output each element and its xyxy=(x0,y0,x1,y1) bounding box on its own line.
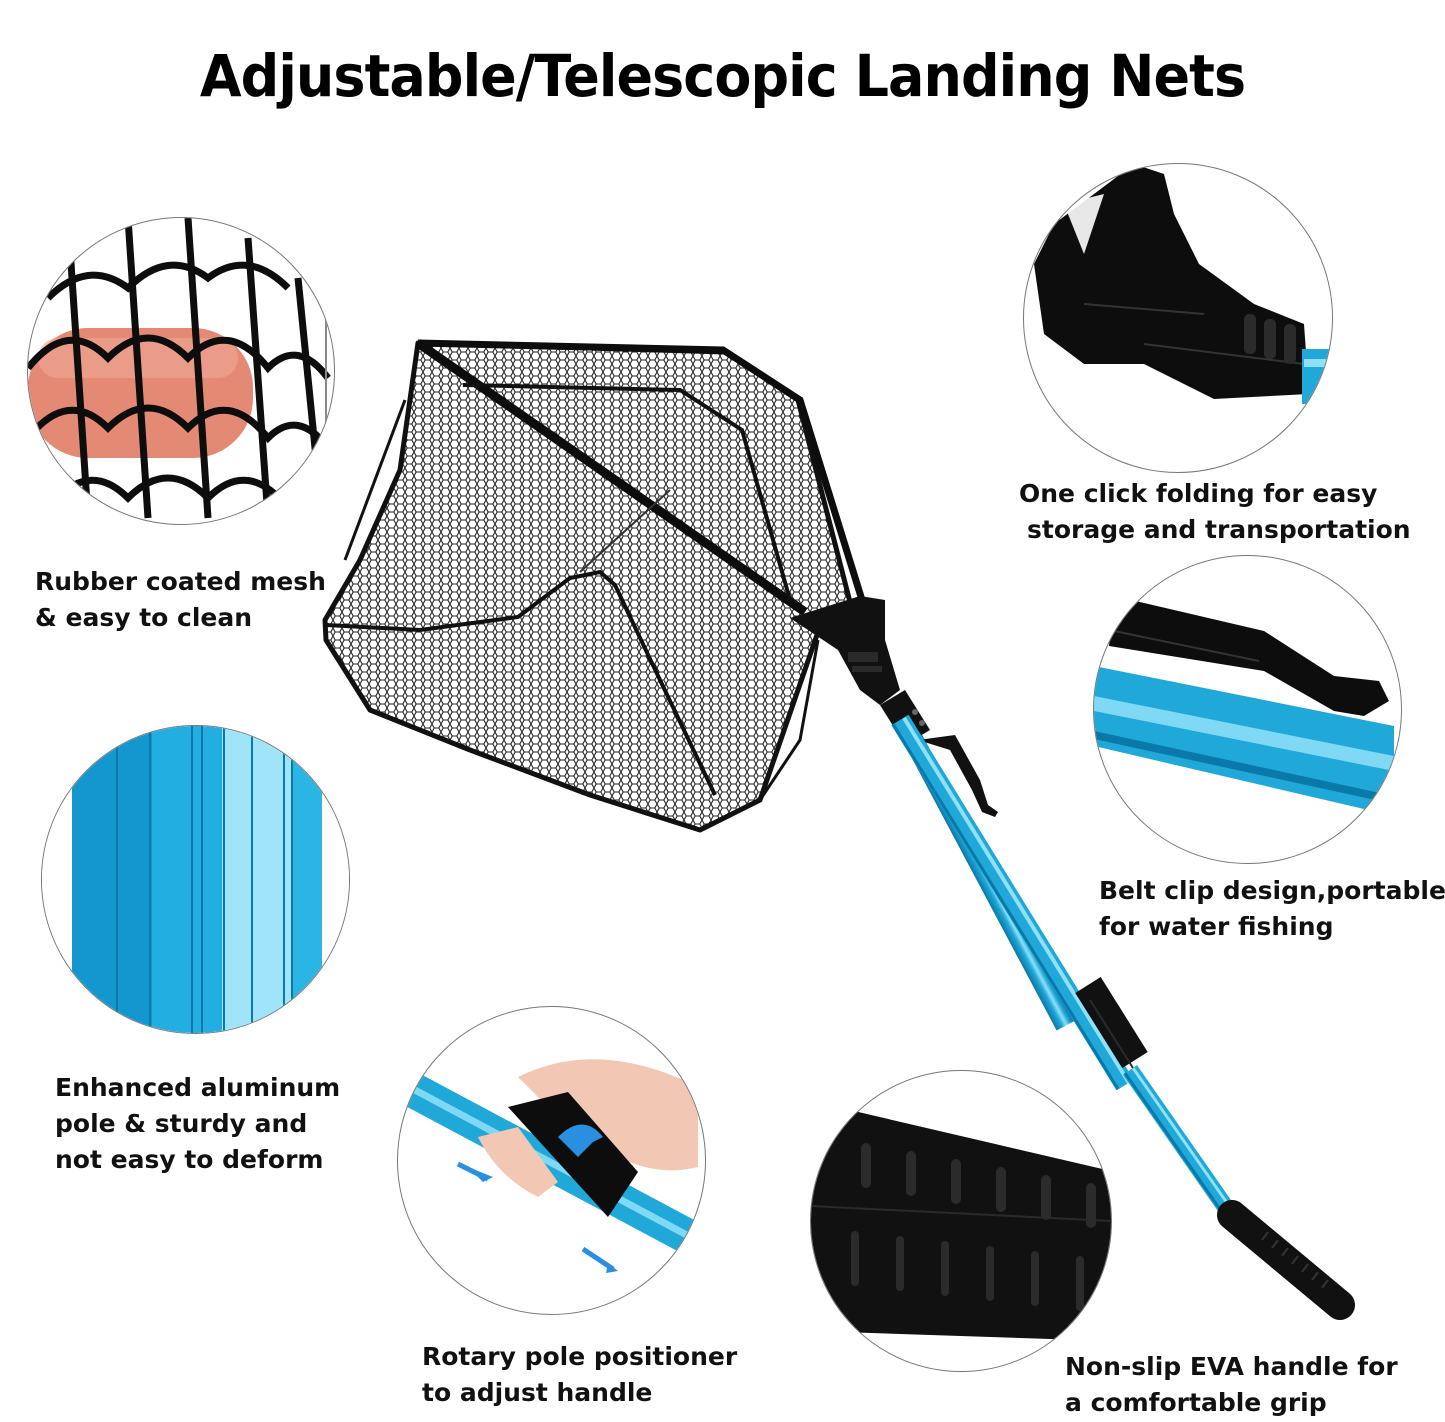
belt-clip-closeup-icon xyxy=(1094,596,1394,816)
belt-clip-on-pole xyxy=(880,690,998,817)
folding-joint-closeup-circle xyxy=(1023,163,1333,473)
feature-label-handle: Non-slip EVA handle for a comfortable gr… xyxy=(1065,1352,1398,1417)
rubber-mesh-closeup-icon xyxy=(28,218,331,519)
feature-label-aluminum: Enhanced aluminum pole & sturdy and not … xyxy=(55,1073,341,1174)
mesh-closeup-circle xyxy=(27,217,335,525)
pole-lock-collar xyxy=(1075,977,1148,1069)
eva-grip-handle xyxy=(1217,1200,1355,1320)
feature-label-folding: One click folding for easy storage and t… xyxy=(1019,479,1411,544)
eva-handle-closeup-icon xyxy=(811,1101,1111,1341)
feature-label-mesh: Rubber coated mesh & easy to clean xyxy=(35,567,326,632)
rotary-positioner-closeup-circle xyxy=(397,1006,706,1315)
eva-handle-closeup-circle xyxy=(810,1070,1112,1372)
feature-label-rotary: Rotary pole positioner to adjust handle xyxy=(422,1342,738,1407)
aluminum-pole-closeup-circle xyxy=(41,725,350,1034)
net-bag xyxy=(322,339,866,833)
rotary-positioner-closeup-icon xyxy=(398,1059,698,1273)
belt-clip-closeup-circle xyxy=(1093,555,1402,864)
folding-joint xyxy=(790,596,900,705)
feature-label-belt-clip: Belt clip design,portable for water fish… xyxy=(1099,876,1445,941)
folding-joint-closeup-icon xyxy=(1034,164,1332,404)
aluminum-pole-closeup-icon xyxy=(42,726,349,1033)
page-title: Adjustable/Telescopic Landing Nets xyxy=(199,42,1246,110)
